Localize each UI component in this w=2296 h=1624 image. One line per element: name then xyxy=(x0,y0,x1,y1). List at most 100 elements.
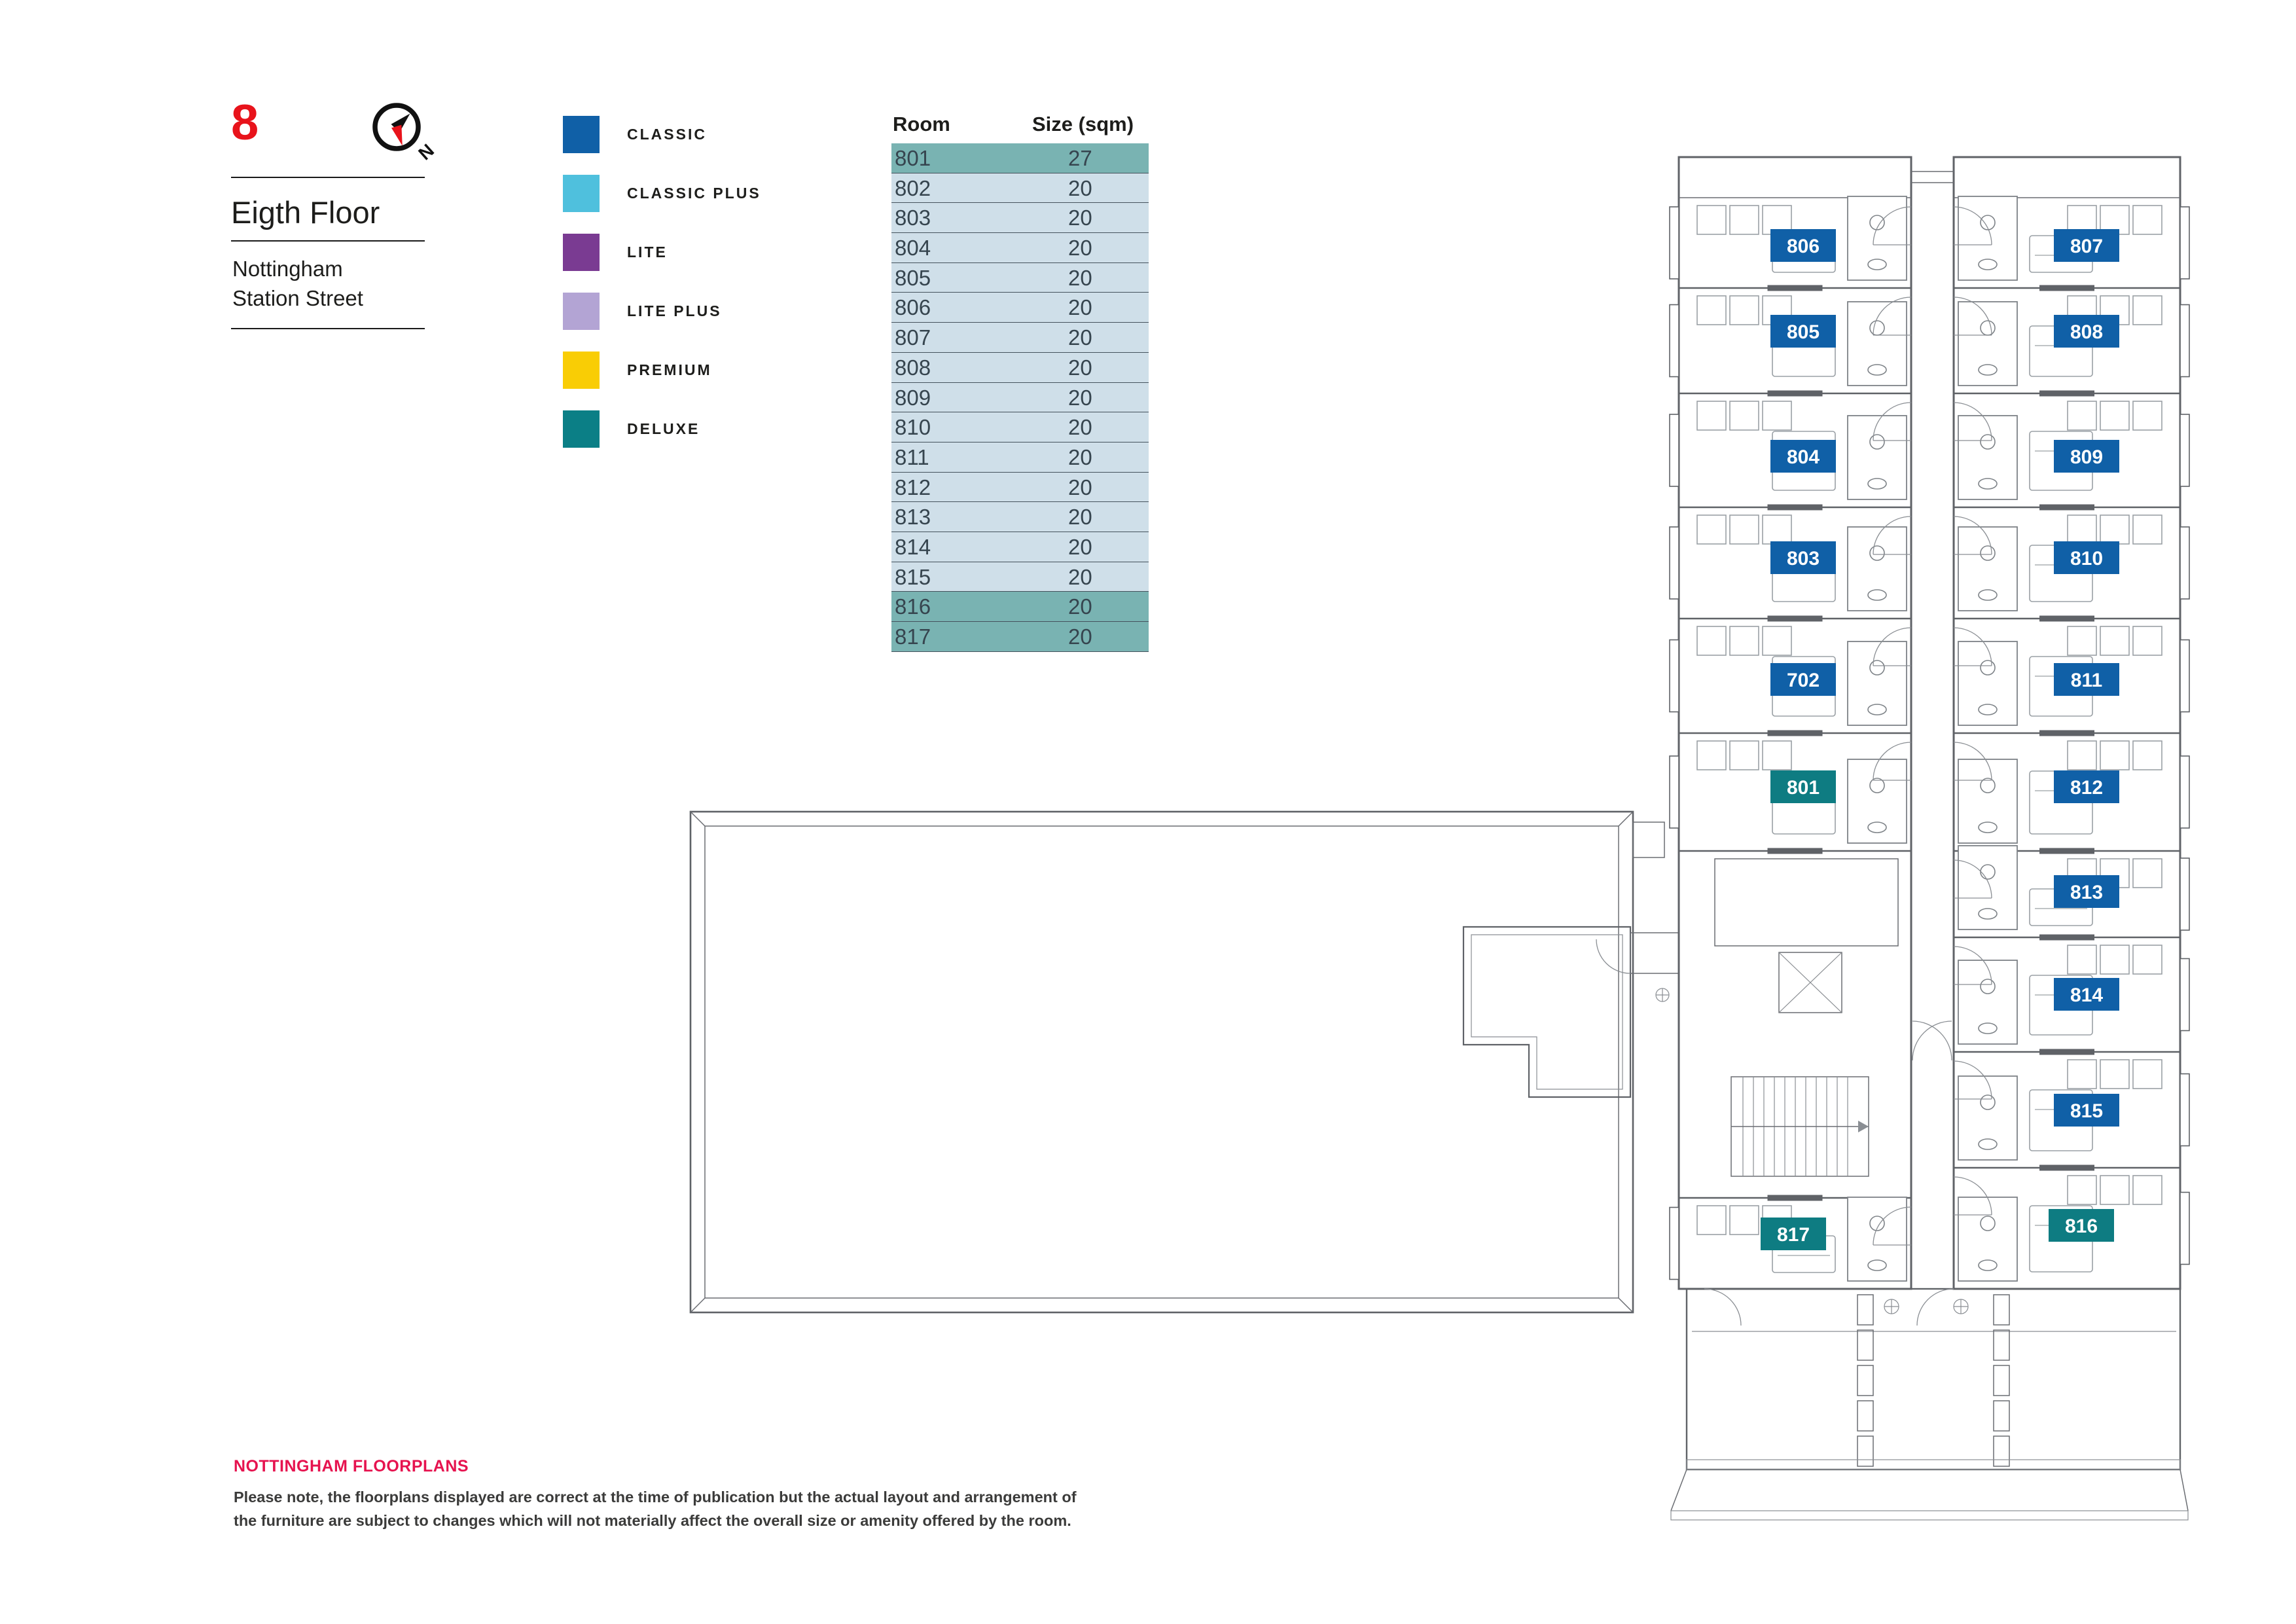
table-row: 813 20 xyxy=(891,502,1149,532)
door-arc xyxy=(1873,1206,1912,1246)
footer-line2: the furniture are subject to changes whi… xyxy=(234,1512,1071,1529)
svg-text:808: 808 xyxy=(2070,321,2103,343)
door-arc xyxy=(1953,516,1992,555)
room-label: 817 xyxy=(1761,1218,1826,1250)
toilet xyxy=(1980,434,1996,450)
bathroom-pod xyxy=(1958,301,2018,386)
room-810: 810 xyxy=(1953,504,2190,611)
kitchen-unit xyxy=(2067,401,2097,431)
compass-icon: N xyxy=(372,103,438,164)
sink xyxy=(1867,364,1887,376)
room-label: 810 xyxy=(2054,541,2119,574)
door-arc xyxy=(1953,1060,1992,1100)
room-817: 817 xyxy=(1669,1195,1912,1282)
toilet xyxy=(1869,1216,1885,1231)
door-arc xyxy=(1873,627,1912,666)
bathroom-pod xyxy=(1847,1197,1907,1282)
door-arc xyxy=(1953,627,1992,666)
legend-item: LITE xyxy=(563,234,761,271)
table-cell-room: 817 xyxy=(895,624,931,649)
table-row: 812 20 xyxy=(891,472,1149,503)
legend-swatch xyxy=(563,234,600,271)
room-809: 809 xyxy=(1953,390,2190,500)
room-811: 811 xyxy=(1953,615,2190,726)
table-cell-size: 20 xyxy=(1068,594,1092,619)
room-808: 808 xyxy=(1953,285,2190,386)
toilet xyxy=(1869,660,1885,676)
table-cell-size: 20 xyxy=(1068,325,1092,350)
table-row: 814 20 xyxy=(891,532,1149,562)
table-row: 807 20 xyxy=(891,323,1149,353)
toilet xyxy=(1980,545,1996,561)
door-arc xyxy=(1953,297,1992,336)
footer-heading: NOTTINGHAM FLOORPLANS xyxy=(234,1457,469,1475)
svg-text:810: 810 xyxy=(2070,548,2103,569)
kitchen-unit xyxy=(2067,1059,2097,1089)
sink xyxy=(1978,908,1998,920)
room-label: 702 xyxy=(1770,663,1836,696)
sink xyxy=(1867,589,1887,601)
kitchen-unit xyxy=(1729,740,1759,770)
svg-text:814: 814 xyxy=(2070,984,2103,1006)
legend-item: LITE PLUS xyxy=(563,293,761,330)
room-805: 805 xyxy=(1669,285,1912,386)
room-814: 814 xyxy=(1953,934,2190,1045)
divider xyxy=(231,328,425,330)
window xyxy=(1669,414,1679,487)
table-cell-room: 814 xyxy=(895,534,931,559)
lift xyxy=(1778,952,1842,1013)
kitchen-unit xyxy=(1696,205,1727,235)
svg-text:803: 803 xyxy=(1787,548,1820,569)
legend-swatch xyxy=(563,116,600,153)
door-arc xyxy=(1873,402,1912,441)
table-cell-size: 20 xyxy=(1068,415,1092,440)
room-label: 809 xyxy=(2054,440,2119,473)
room-label: 813 xyxy=(2054,875,2119,908)
door-arc xyxy=(1873,297,1912,336)
room-816: 816 xyxy=(1953,1164,2190,1282)
toilet xyxy=(1980,660,1996,676)
door-arc xyxy=(1873,206,1912,245)
toilet xyxy=(1980,1216,1996,1231)
bathroom-pod xyxy=(1847,759,1907,844)
room-label: 806 xyxy=(1770,229,1836,262)
legend-label: CLASSIC PLUS xyxy=(627,185,761,202)
table-cell-size: 20 xyxy=(1068,624,1092,649)
sink xyxy=(1978,1138,1998,1150)
room-table-rows: 801 27 802 20 803 20 804 20 805 20 806 2… xyxy=(891,143,1149,652)
legend-item: CLASSIC PLUS xyxy=(563,175,761,212)
kitchen-unit xyxy=(2132,295,2162,325)
window xyxy=(2179,414,2190,487)
table-row: 815 20 xyxy=(891,562,1149,592)
roof-outline xyxy=(689,810,1665,1314)
sink xyxy=(1978,364,1998,376)
window xyxy=(1669,304,1679,378)
bathroom-pod xyxy=(1958,415,2018,500)
kitchen-unit xyxy=(2100,514,2130,545)
kitchen-unit xyxy=(2100,1175,2130,1205)
kitchen-unit xyxy=(2132,514,2162,545)
kitchen-unit xyxy=(1729,514,1759,545)
window xyxy=(1669,639,1679,713)
divider xyxy=(231,240,425,242)
table-cell-size: 20 xyxy=(1068,444,1092,469)
window xyxy=(1669,526,1679,600)
table-cell-size: 20 xyxy=(1068,505,1092,530)
bathroom-pod xyxy=(1958,759,2018,844)
kitchen-unit xyxy=(2132,401,2162,431)
kitchen-unit xyxy=(1762,740,1792,770)
roof-annex xyxy=(1462,926,1679,1098)
table-cell-room: 807 xyxy=(895,325,931,350)
toilet xyxy=(1980,778,1996,793)
room-806: 806 xyxy=(1669,196,1912,281)
toilet xyxy=(1980,1094,1996,1110)
bathroom-pod xyxy=(1847,196,1907,281)
sink xyxy=(1978,589,1998,601)
floor-name: Eigth Floor xyxy=(231,195,380,230)
toilet xyxy=(1980,864,1996,880)
table-cell-room: 815 xyxy=(895,564,931,589)
table-cell-size: 20 xyxy=(1068,175,1092,200)
kitchen-unit xyxy=(1729,295,1759,325)
legend-label: DELUXE xyxy=(627,420,700,437)
